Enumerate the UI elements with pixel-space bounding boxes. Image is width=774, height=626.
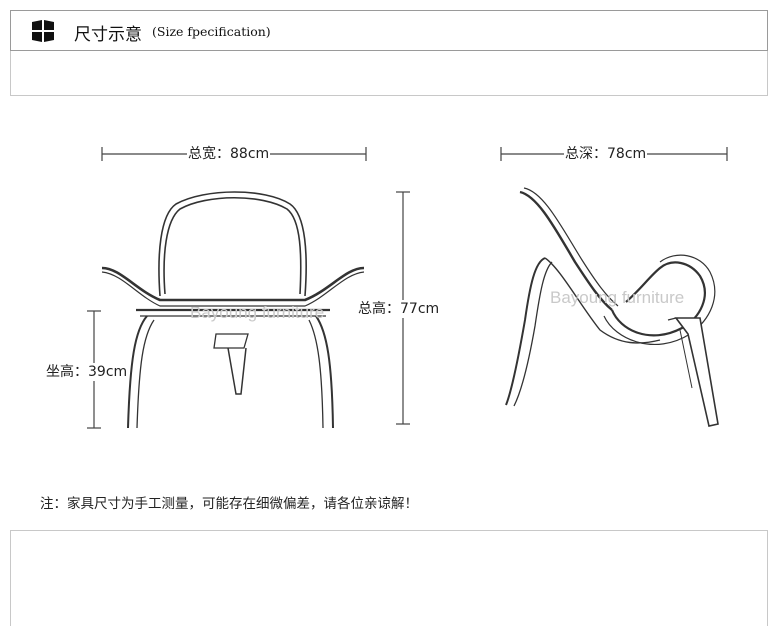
frame-divider-top bbox=[10, 95, 768, 96]
side-view-watermark: Bayoung furniture bbox=[550, 288, 685, 307]
frame-left-lower bbox=[10, 530, 11, 626]
chair-side-view bbox=[505, 187, 719, 427]
frame-divider-bottom bbox=[10, 530, 768, 531]
total-depth-label: 总深：78cm bbox=[564, 145, 648, 163]
front-view-watermark: Bayoung furniture bbox=[190, 303, 325, 322]
total-width-label: 总宽：88cm bbox=[187, 145, 271, 163]
total-height-label: 总高：77cm bbox=[357, 300, 441, 318]
page-title: 尺寸示意 bbox=[74, 25, 142, 45]
frame-right-lower bbox=[767, 530, 768, 626]
measurement-note: 注：家具尺寸为手工测量，可能存在细微偏差，请各位亲谅解！ bbox=[40, 496, 418, 512]
frame-left-line bbox=[10, 51, 11, 95]
four-squares-logo-icon bbox=[32, 20, 54, 42]
frame-right-line bbox=[767, 51, 768, 95]
header-bar: 尺寸示意 (Size fpecification) bbox=[10, 10, 768, 51]
chair-front-view bbox=[101, 191, 365, 429]
seat-height-label: 坐高：39cm bbox=[45, 363, 129, 381]
page-subtitle: (Size fpecification) bbox=[152, 24, 271, 39]
